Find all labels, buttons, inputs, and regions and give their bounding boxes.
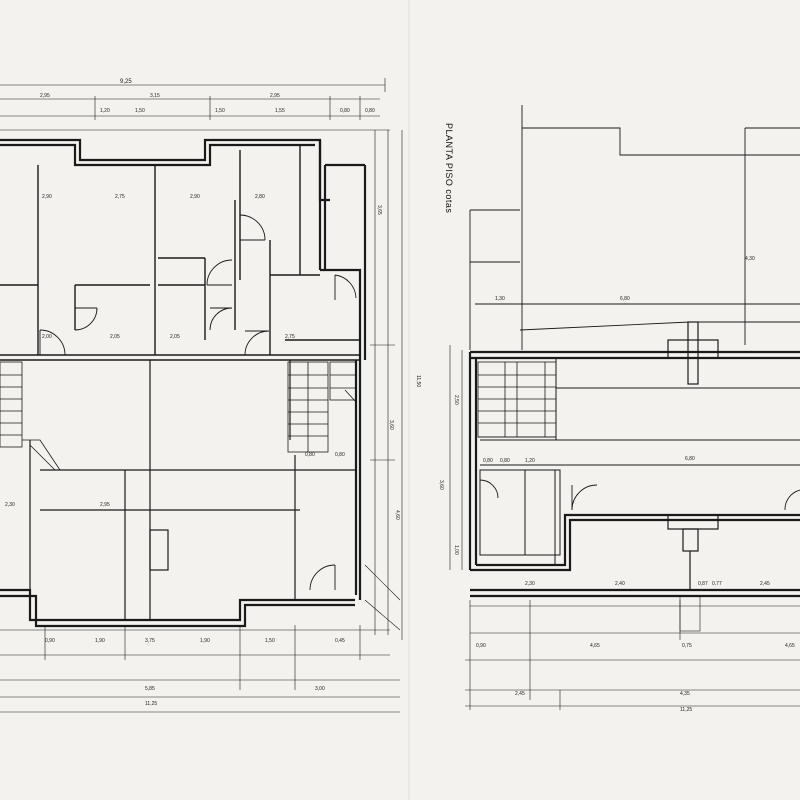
dim-r-overall-2: 4,35: [680, 691, 690, 697]
dim-bottom-4: 1,90: [200, 638, 210, 644]
dim-bottom-5: 1,50: [265, 638, 275, 644]
paper-fold: [408, 0, 410, 800]
dim-r-total: 11,25: [680, 707, 692, 713]
right-interior-lines: [479, 358, 800, 565]
dim-right-3: 11,50: [415, 375, 421, 387]
dim-right-2: 3,60: [388, 420, 394, 430]
left-exterior-walls: [0, 138, 367, 628]
dim-bottom-2: 1,90: [95, 638, 105, 644]
dim-top-3: 2,95: [270, 93, 280, 99]
right-column-bottom: [667, 514, 719, 590]
dim-r-bottom-1: 0,90: [476, 643, 486, 649]
dim-top-7: 1,55: [275, 108, 285, 114]
left-dimension-texts: 9,25 2,95 3,15 2,95 1,20 1,50 1,50 1,55 …: [5, 79, 421, 707]
dim-row-3: 2,90: [190, 194, 200, 200]
dim-mid-4: 2,05: [170, 334, 180, 340]
dim-r-low-1: 2,30: [525, 581, 535, 587]
sheet-title: PLANTA PISO cotas: [444, 123, 454, 213]
dim-top-2: 3,15: [150, 93, 160, 99]
dim-row-4: 2,80: [255, 194, 265, 200]
dim-r-left-col-3: 1,20: [525, 458, 535, 464]
dim-r-row-a: 6,80: [685, 456, 695, 462]
left-door-swings: [39, 214, 357, 356]
right-bottom-dimension-lines: [449, 345, 800, 710]
dim-bottom-overall-2: 3,00: [315, 686, 325, 692]
dim-r-left-col-1: 0,80: [483, 458, 493, 464]
dim-r-bottom-4: 4,65: [785, 643, 795, 649]
left-staircase-2: [287, 361, 357, 453]
left-lower-walls: [29, 360, 355, 620]
right-column-top: [667, 321, 719, 385]
dim-r-low-4: 0,77: [712, 581, 722, 587]
dim-low-3: 0,80: [305, 452, 315, 458]
right-dimension-texts: 4,30 1,30 6,80 6,80 0,80 0,80 1,20 2,50 …: [438, 256, 795, 713]
left-interior-walls: [0, 145, 360, 361]
dim-top-1: 2,95: [40, 93, 50, 99]
dim-mid-2: 2,05: [110, 334, 120, 340]
dim-low-1: 2,30: [5, 502, 15, 508]
dim-right-1: 3,65: [376, 205, 382, 215]
dim-r-left-col-2: 0,80: [500, 458, 510, 464]
dim-r-low-5: 2,45: [760, 581, 770, 587]
right-door-swings: [479, 479, 800, 511]
dim-r-mid-wide: 6,80: [620, 296, 630, 302]
dim-top-5: 1,50: [135, 108, 145, 114]
dim-bottom-total: 11,25: [145, 701, 157, 707]
dim-low-4: 0,80: [335, 452, 345, 458]
left-top-dimension-lines: [0, 78, 390, 131]
right-upper-outline: [469, 105, 800, 350]
dim-r-low-3: 0,87: [698, 581, 708, 587]
dim-top-8: 0,80: [340, 108, 350, 114]
dim-top-overall: 9,25: [120, 79, 132, 85]
left-lower-door: [309, 564, 336, 591]
dim-row-1: 2,90: [42, 194, 52, 200]
dim-bottom-overall-1: 5,85: [145, 686, 155, 692]
dim-top-6: 1,50: [215, 108, 225, 114]
dim-r-left-1: 1,30: [495, 296, 505, 302]
dim-bottom-1: 0,90: [45, 638, 55, 644]
right-main-walls: [468, 350, 800, 598]
dim-bottom-3: 3,75: [145, 638, 155, 644]
dim-r-left-vert-2: 3,60: [438, 480, 444, 490]
dim-top-4: 1,20: [100, 108, 110, 114]
left-floor-plan: [0, 78, 403, 713]
dim-r-bottom-2: 4,65: [590, 643, 600, 649]
right-staircase: [477, 361, 557, 438]
left-bottom-dimension-lines: [0, 625, 400, 713]
dim-low-2: 2,95: [100, 502, 110, 508]
dim-mid-3: 2,75: [285, 334, 295, 340]
dim-r-left-vert-1: 2,50: [453, 395, 459, 405]
dim-r-bottom-3: 0,75: [682, 643, 692, 649]
dim-top-9: 0,80: [365, 108, 375, 114]
dim-row-2: 2,75: [115, 194, 125, 200]
dim-right-4: 4,60: [394, 510, 400, 520]
dim-r-overall-1: 2,45: [515, 691, 525, 697]
dim-mid-1: 2,00: [42, 334, 52, 340]
left-right-dimension-lines: [364, 130, 403, 640]
left-staircase: [0, 361, 61, 471]
dim-r-left-vert-3: 1,00: [453, 545, 459, 555]
dim-r-low-2: 2,40: [615, 581, 625, 587]
dim-r-upper-height: 4,30: [745, 256, 755, 262]
right-floor-plan: [449, 105, 800, 710]
dim-bottom-6: 0,45: [335, 638, 345, 644]
